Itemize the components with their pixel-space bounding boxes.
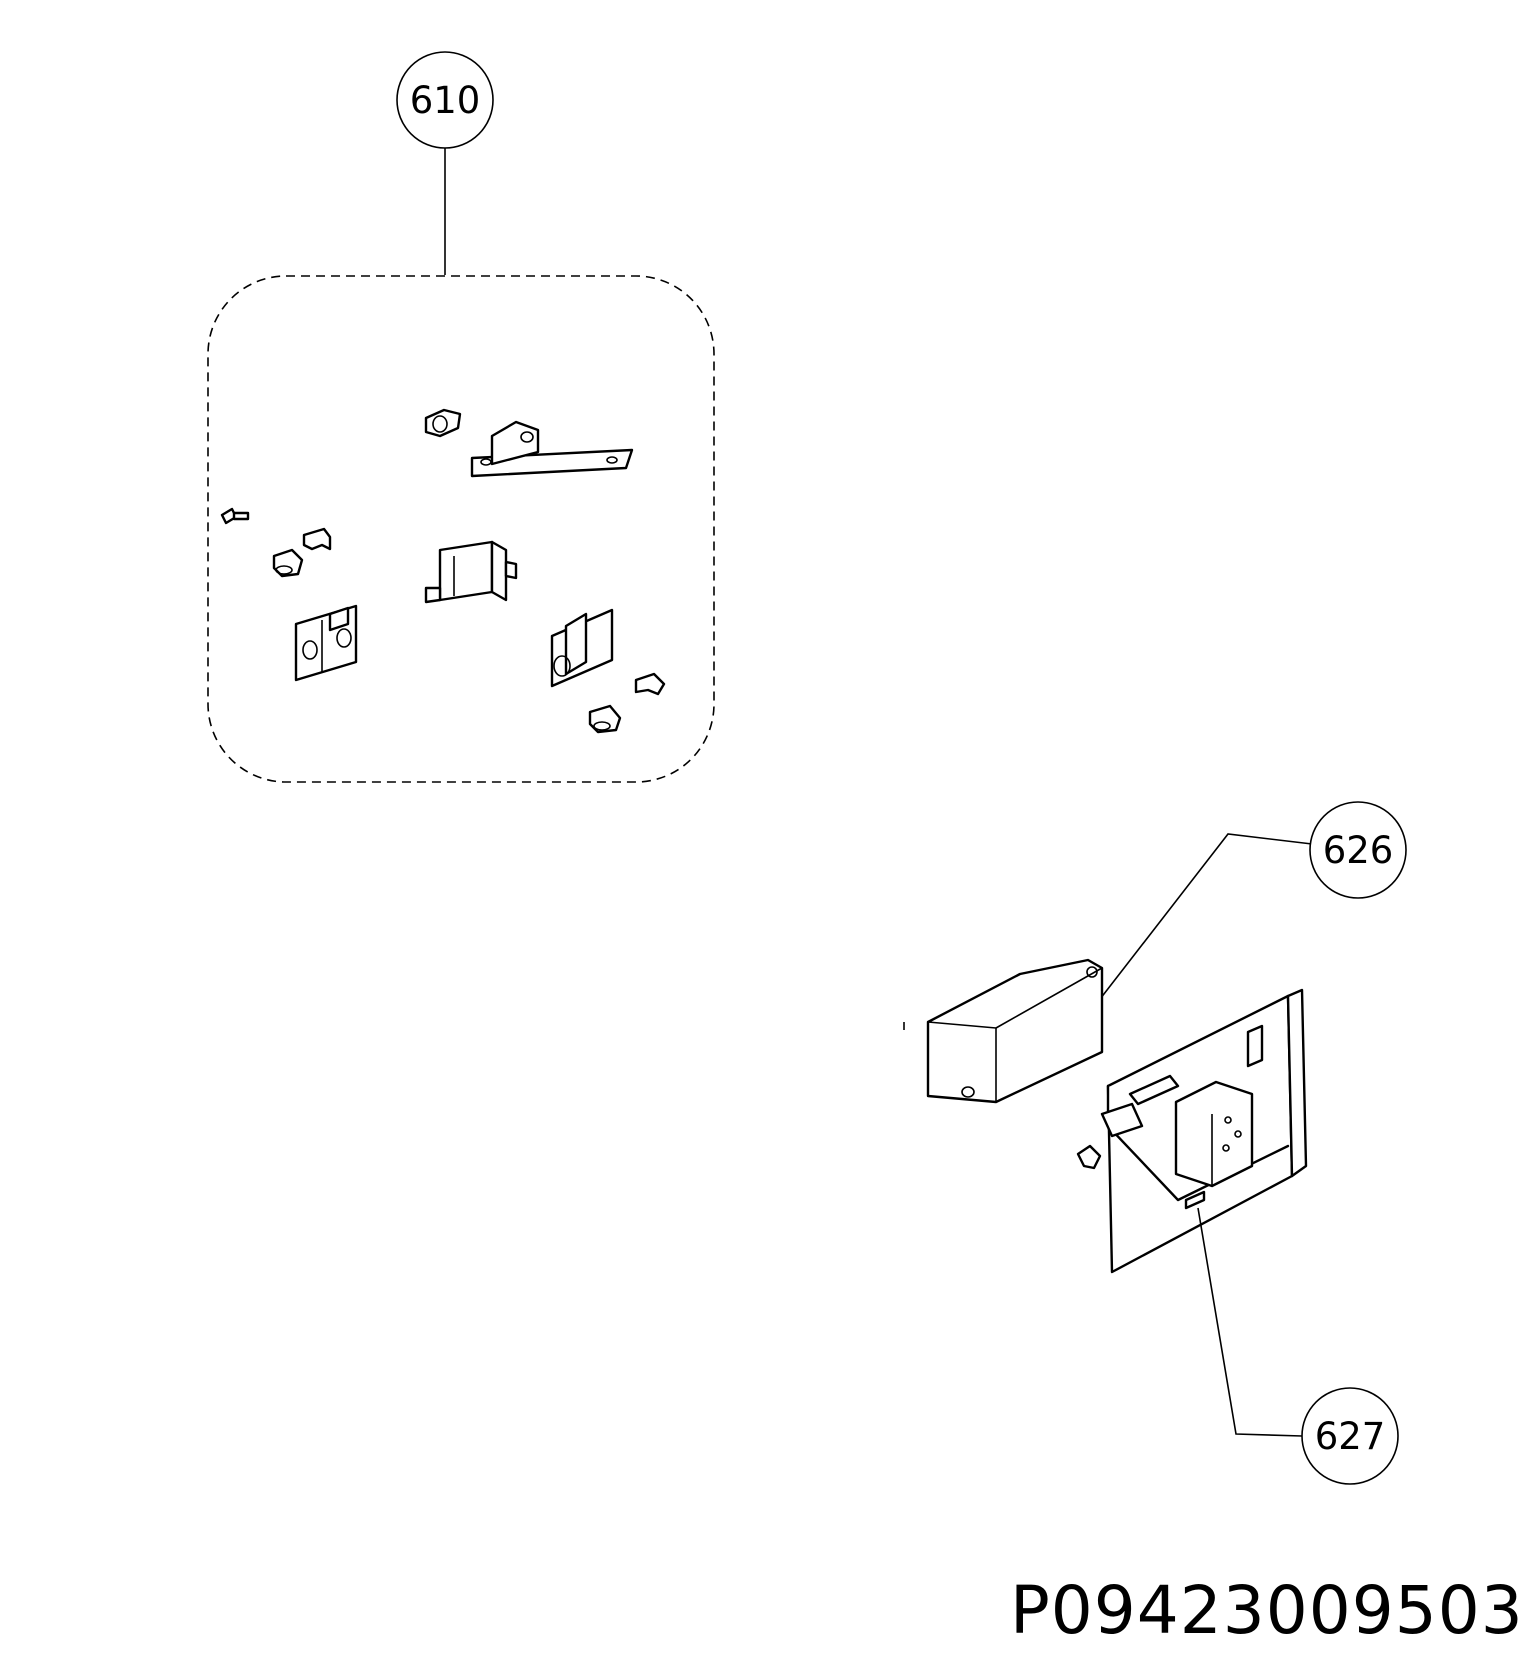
callout-circle-627 [1301,1387,1399,1485]
leader-line-627 [1197,1207,1303,1437]
callout-circle-626 [1309,801,1407,899]
right-hinge-block [550,608,614,688]
washer-top [424,408,462,438]
callout-circle-610 [396,51,494,149]
kit-boundary [207,275,715,783]
callout-627[interactable]: 627 [1197,1207,1399,1485]
bracket-part-627 [1076,988,1308,1274]
cap-left-lower [272,548,304,578]
cap-left-upper [302,527,332,551]
screw [220,507,250,525]
leader-line-626 [1089,833,1313,1013]
callout-label-610: 610 [410,79,481,122]
hinge-kit-parts [220,408,666,734]
cover-part-626 [903,958,1104,1104]
drawing-part-number: P09423009503 [1010,1572,1524,1649]
hinge-plate [470,420,634,478]
exploded-parts-diagram: 610 [207,51,1407,1485]
cap-right-upper [634,672,666,696]
callout-label-627: 627 [1315,1415,1386,1458]
callout-610[interactable]: 610 [396,51,494,275]
center-bracket [424,540,518,604]
left-hinge-block [294,604,358,682]
cap-right-lower [588,704,622,734]
callout-626[interactable]: 626 [1089,801,1407,1013]
callout-label-626: 626 [1323,829,1394,872]
